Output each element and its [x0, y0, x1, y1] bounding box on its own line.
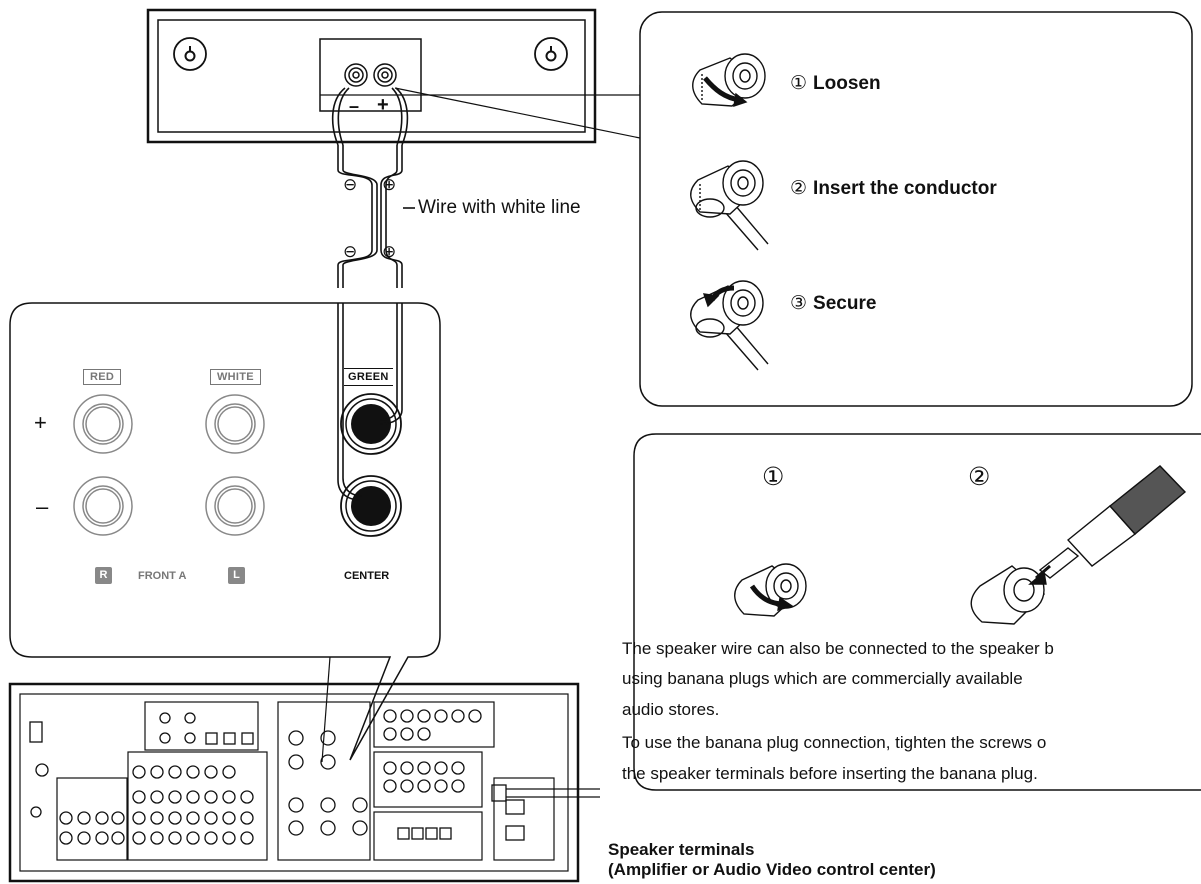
speaker-plus-label: +: [377, 94, 389, 116]
speaker-rear-panel: [146, 8, 597, 144]
amplifier-rear-panel: [8, 682, 580, 883]
plus-row-label: +: [34, 410, 47, 435]
caption-line-2: (Amplifier or Audio Video control center…: [608, 860, 936, 879]
speaker-minus-label: –: [349, 96, 360, 116]
minus-row-label: –: [36, 494, 49, 519]
terminal-callout-box: [9, 302, 441, 761]
speaker-terminal-posts-icon: [344, 63, 397, 87]
binding-post-white-plus-icon: [205, 394, 265, 454]
step-text: Secure: [813, 293, 877, 314]
white-tag: WHITE: [210, 369, 261, 385]
banana-text-line-4: To use the banana plug connection, tight…: [622, 733, 1047, 752]
speaker-wire: [331, 87, 415, 288]
banana-text-line-5: the speaker terminals before inserting t…: [622, 764, 1038, 783]
caption-line-1: Speaker terminals: [608, 840, 755, 859]
banana-text-line-3: audio stores.: [622, 700, 720, 719]
wire-label: Wire with white line: [418, 197, 581, 218]
callout-lines: [394, 85, 641, 139]
green-tag: GREEN: [344, 368, 393, 386]
banana-step-2-number: ②: [968, 463, 991, 491]
amplifier-jacks-icon: [29, 709, 525, 845]
terminal-knob-loosen-icon: [692, 53, 766, 108]
red-tag: RED: [83, 369, 122, 385]
l-badge: L: [228, 567, 245, 584]
binding-post-red-plus-icon: [73, 394, 133, 454]
step-number: ①: [790, 73, 808, 94]
step-text: Loosen: [813, 73, 881, 94]
power-cord: [491, 784, 600, 802]
step-number: ③: [790, 293, 808, 314]
mounting-hole-icon: [173, 37, 207, 71]
binding-post-green-minus-icon: [340, 475, 402, 537]
step-text: Insert the conductor: [813, 178, 997, 199]
banana-step-1-number: ①: [762, 463, 785, 491]
steps-callout-box: [639, 11, 1193, 407]
r-badge: R: [95, 567, 112, 584]
binding-post-green-plus-icon: [340, 393, 402, 455]
wire-minus-symbol-bottom: ⊖: [343, 242, 358, 261]
terminal-knob-insert-icon: [690, 160, 769, 251]
wire-plus-symbol-bottom: ⊕: [382, 242, 397, 261]
center-wire-loop: [337, 303, 403, 501]
step-number: ②: [790, 178, 808, 199]
banana-knob-loosen-icon: [734, 563, 807, 617]
wire-minus-symbol-top: ⊖: [343, 175, 358, 194]
banana-plug-box: [633, 433, 1201, 791]
banana-text-line-1: The speaker wire can also be connected t…: [622, 639, 1054, 658]
banana-text-line-2: using banana plugs which are commerciall…: [622, 669, 1023, 688]
binding-post-white-minus-icon: [205, 476, 265, 536]
terminal-knob-secure-icon: [690, 280, 769, 371]
callout-pointer-line: [321, 656, 331, 763]
wire-plus-symbol-top: ⊕: [382, 175, 397, 194]
banana-plug-insert-icon: [970, 465, 1187, 625]
front-a-label: FRONT A: [138, 570, 187, 582]
center-label: CENTER: [344, 570, 390, 582]
binding-post-red-minus-icon: [73, 476, 133, 536]
mounting-hole-icon: [534, 37, 568, 71]
